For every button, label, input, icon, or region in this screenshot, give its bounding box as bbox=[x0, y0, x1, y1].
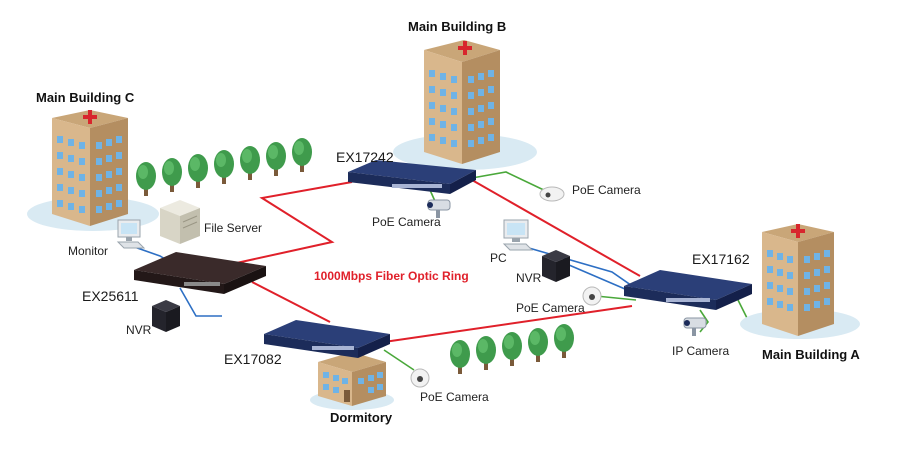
ip-camera-label: IP Camera bbox=[672, 344, 730, 358]
tree-row-dormitory bbox=[450, 324, 574, 374]
nvr-c-label: NVR bbox=[126, 323, 152, 337]
server-icon bbox=[160, 200, 200, 244]
poe-camera-b2[interactable] bbox=[539, 186, 565, 202]
dome-camera-icon bbox=[539, 186, 565, 202]
dormitory-label: Dormitory bbox=[330, 410, 393, 425]
poe-camera-a[interactable] bbox=[582, 286, 602, 306]
file-server-label: File Server bbox=[204, 221, 263, 235]
main-building-a bbox=[740, 224, 860, 339]
poe-camera-d[interactable] bbox=[410, 368, 430, 388]
fiber-ring bbox=[231, 179, 641, 343]
tree-row-top bbox=[136, 138, 312, 196]
fiber-link-ex25611-ex17082 bbox=[251, 281, 331, 323]
switch-label-ex17242: EX17242 bbox=[336, 149, 394, 165]
fiber-ring-label: 1000Mbps Fiber Optic Ring bbox=[314, 269, 469, 283]
red-cross-icon bbox=[458, 41, 472, 55]
monitor-icon bbox=[116, 219, 146, 249]
switch-ex17082[interactable] bbox=[264, 320, 390, 358]
building-b-label: Main Building B bbox=[408, 19, 507, 34]
link-poe-camera-a-ex17162 bbox=[595, 295, 637, 301]
nvr-icon bbox=[152, 300, 180, 332]
poe-camera-b2-label: PoE Camera bbox=[572, 183, 641, 197]
nvr-c[interactable] bbox=[152, 300, 180, 332]
link-ex17082-poe-camera-d bbox=[383, 349, 415, 371]
switch-label-ex17162: EX17162 bbox=[692, 251, 750, 267]
monitor[interactable] bbox=[116, 219, 146, 249]
monitor-label: Monitor bbox=[68, 244, 109, 258]
dormitory-building bbox=[310, 352, 394, 410]
pc-label: PC bbox=[490, 251, 507, 265]
fiber-link-ex17242-ex17162 bbox=[471, 179, 641, 277]
link-ex25611-nvr-c bbox=[179, 287, 222, 317]
dome-camera-icon bbox=[582, 286, 602, 306]
fiber-link-ex17082-ex17162 bbox=[383, 305, 633, 343]
switch-ex17162[interactable] bbox=[624, 270, 752, 310]
red-cross-icon bbox=[83, 110, 97, 124]
nvr-a[interactable] bbox=[542, 250, 570, 282]
poe-camera-a-label: PoE Camera bbox=[516, 301, 585, 315]
nvr-a-label: NVR bbox=[516, 271, 542, 285]
ip-camera[interactable] bbox=[683, 317, 707, 336]
link-ex17162-building-a bbox=[737, 299, 749, 321]
link-ex17242-poe-camera-b2 bbox=[471, 171, 549, 193]
building-a-label: Main Building A bbox=[762, 347, 860, 362]
switch-label-ex25611: EX25611 bbox=[82, 288, 139, 304]
dome-camera-icon bbox=[410, 368, 430, 388]
link-nvr-a-ex17162 bbox=[561, 261, 633, 293]
building-c-label: Main Building C bbox=[36, 90, 135, 105]
file-server[interactable] bbox=[160, 200, 200, 244]
bullet-camera-icon bbox=[427, 199, 451, 218]
poe-camera-b1[interactable] bbox=[427, 199, 451, 218]
main-building-b bbox=[393, 40, 537, 170]
pc[interactable] bbox=[502, 219, 534, 251]
desktop-pc-icon bbox=[502, 219, 534, 251]
switch-ex25611[interactable] bbox=[134, 252, 266, 294]
link-ex17162-ip-camera bbox=[699, 309, 709, 333]
poe-camera-b1-label: PoE Camera bbox=[372, 215, 441, 229]
switch-label-ex17082: EX17082 bbox=[224, 351, 282, 367]
red-cross-icon bbox=[791, 224, 805, 238]
fiber-link-ex17242-ex25611 bbox=[231, 181, 353, 265]
nvr-icon bbox=[542, 250, 570, 282]
switch-ex17242[interactable] bbox=[348, 160, 476, 194]
poe-camera-d-label: PoE Camera bbox=[420, 390, 489, 404]
bullet-camera-icon bbox=[683, 317, 707, 336]
